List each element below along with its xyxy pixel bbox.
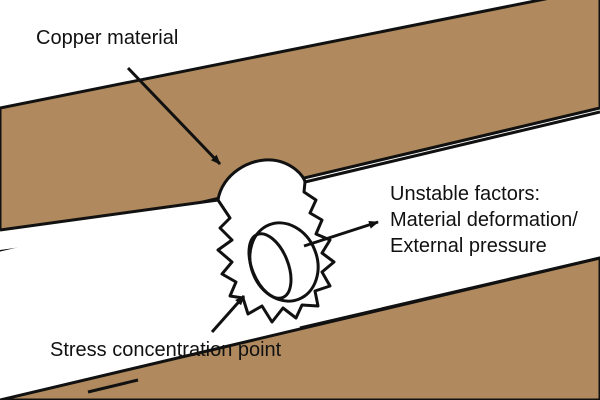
gap-channel-edge-upper (0, 198, 219, 232)
gap-channel-edge-upper-right (304, 110, 600, 184)
edge-stroke (87, 378, 139, 394)
unstable-factors-line1: Material deformation/ (390, 209, 578, 231)
copper-label-arrow (126, 66, 222, 166)
unstable-factors-heading: Unstable factors: (390, 183, 540, 205)
unstable-factors-arrow (303, 220, 379, 248)
copper-material-label: Copper material (36, 27, 178, 49)
gap-channel (0, 112, 600, 250)
copper-strip-upper (0, 0, 600, 252)
hole-inner (247, 232, 293, 300)
stress-point-arrow (210, 295, 246, 333)
unstable-factors-line2: External pressure (390, 235, 547, 257)
stress-concentration-label: Stress concentration point (50, 339, 282, 361)
gap-channel-edge-lower (299, 256, 600, 330)
